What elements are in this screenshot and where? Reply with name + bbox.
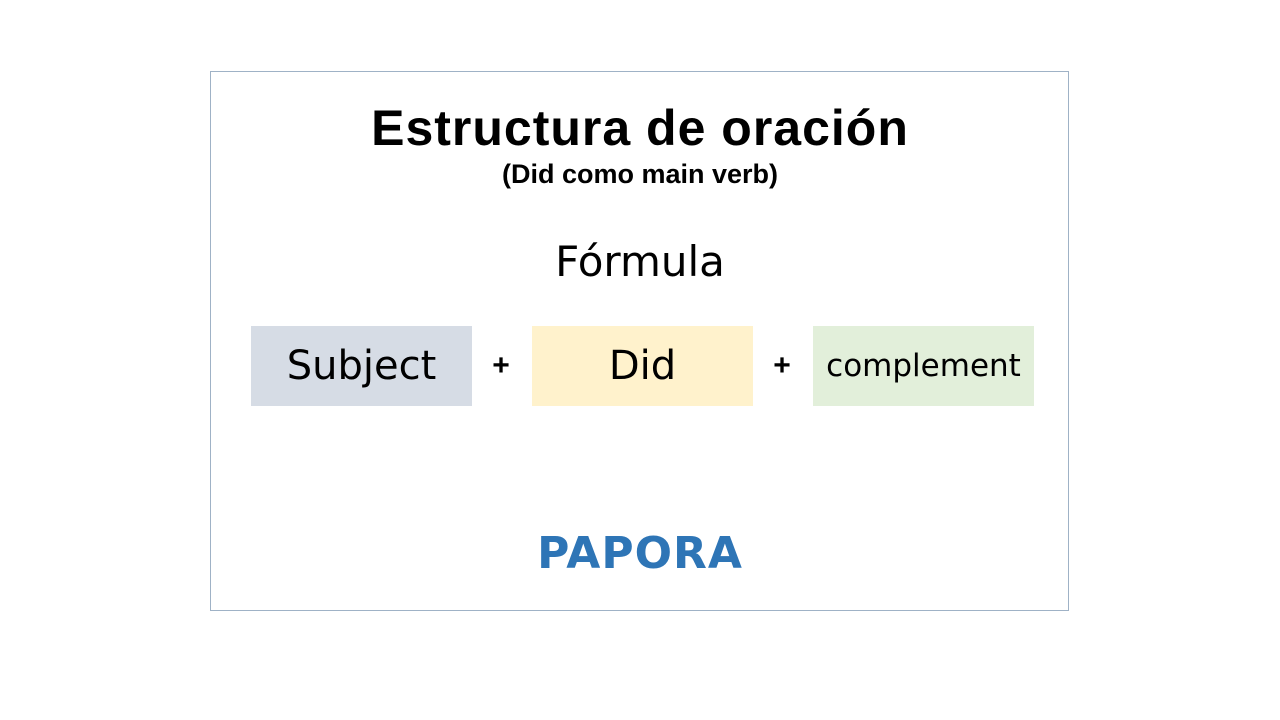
slide-subtitle: (Did como main verb) [501,159,779,189]
formula-heading: Fórmula [555,237,725,286]
complement-box: complement [813,326,1034,406]
plus-sign-1: + [492,349,510,382]
plus-sign-2: + [773,349,791,382]
slide-title: Estructura de oración [371,100,909,156]
papora-logo: PAPORA [537,528,743,579]
subject-box: Subject [251,326,472,406]
complement-label: complement [826,348,1021,384]
subject-label: Subject [286,343,437,389]
did-label: Did [608,343,677,389]
did-box: Did [532,326,753,406]
